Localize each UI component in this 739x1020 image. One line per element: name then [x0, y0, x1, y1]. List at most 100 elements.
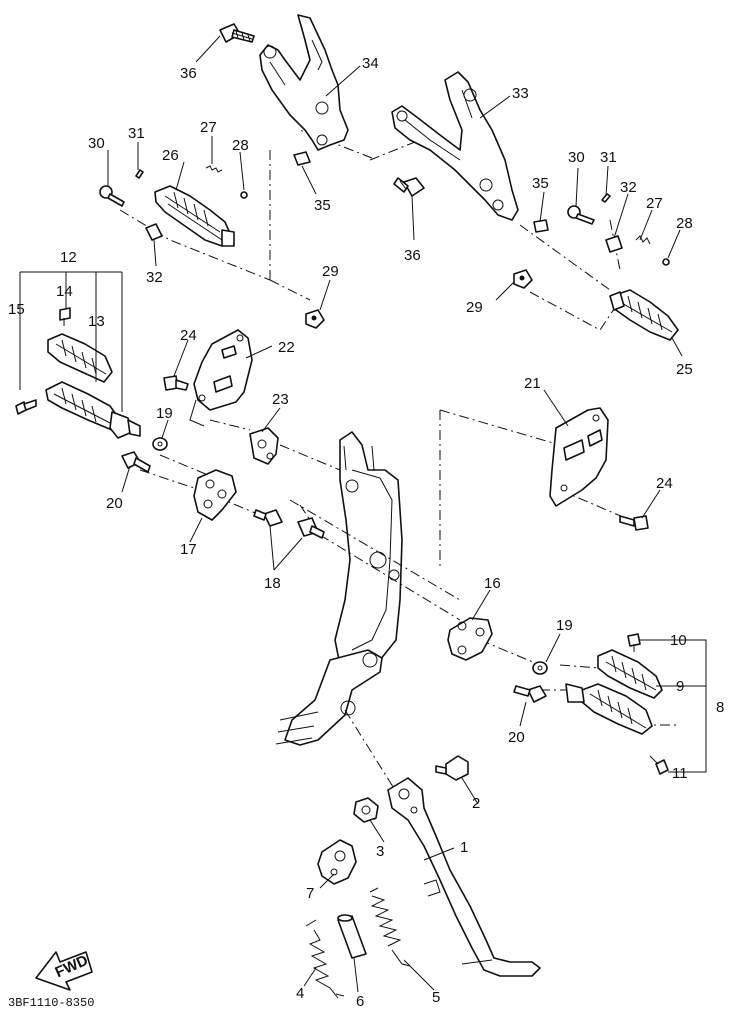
callout-12: 12 [60, 249, 77, 266]
callout-15: 15 [8, 301, 25, 318]
callout-18: 18 [264, 575, 281, 592]
spacer-6 [337, 914, 367, 959]
cotter-31-left [135, 169, 144, 179]
footrest-8 [565, 683, 653, 735]
callout-9: 9 [676, 678, 684, 695]
footrest-rubber-9 [597, 649, 663, 699]
callout-3: 3 [376, 843, 384, 860]
bolt-15 [15, 399, 37, 415]
plate-7 [317, 839, 357, 885]
callout-22: 22 [278, 339, 295, 356]
rear-footrest-right-25 [609, 289, 679, 341]
leader-lines [107, 35, 692, 993]
bolt-2 [435, 755, 469, 781]
callout-36-upper: 36 [180, 65, 197, 82]
damper-29-left [305, 309, 325, 329]
callout-24-right: 24 [656, 475, 673, 492]
frame-structure [275, 431, 403, 746]
callout-30-right: 30 [568, 149, 585, 166]
bolt-20-right [513, 685, 547, 703]
bolt-14 [59, 307, 71, 326]
bolt-11 [649, 755, 669, 775]
callout-1: 1 [460, 839, 468, 856]
cotter-31-right [601, 193, 611, 203]
callout-20-left: 20 [106, 495, 123, 512]
callout-29-left: 29 [322, 263, 339, 280]
callout-19-left: 19 [156, 405, 173, 422]
callout-31-left: 31 [128, 125, 145, 142]
callout-4: 4 [296, 985, 304, 1002]
bolt-10 [627, 633, 641, 652]
nut-3 [353, 797, 379, 823]
bolt-18-b [297, 517, 325, 539]
sidestand-1 [387, 777, 541, 977]
footrest-bracket-right-33 [391, 71, 519, 221]
drawing-code: 3BF1110-8350 [8, 996, 94, 1010]
callout-28-right: 28 [676, 215, 693, 232]
callout-26: 26 [162, 147, 179, 164]
callout-13: 13 [88, 313, 105, 330]
spring-27-left [205, 165, 223, 173]
callout-5: 5 [432, 989, 440, 1006]
callout-25: 25 [676, 361, 693, 378]
callout-14: 14 [56, 283, 73, 300]
callout-32-left: 32 [146, 269, 163, 286]
callout-17: 17 [180, 541, 197, 558]
callout-2: 2 [472, 795, 480, 812]
spring-27-right [635, 235, 651, 245]
footrest-bracket-left-34 [259, 14, 349, 151]
footrest-12 [45, 381, 141, 439]
ball-28-left [240, 191, 248, 199]
washer-19-right [532, 661, 548, 675]
ball-28-right [662, 258, 670, 266]
bracket-12-line [19, 271, 123, 412]
bracket-16 [447, 617, 493, 661]
pin-30-right [567, 205, 595, 225]
callout-27-left: 27 [200, 119, 217, 136]
callout-labels: 36 34 33 35 36 35 30 31 26 27 28 32 29 2… [8, 55, 724, 1010]
callout-30-left: 30 [88, 135, 105, 152]
bolt-24-left [163, 375, 189, 391]
fwd-arrow-icon: FWD [35, 951, 93, 991]
callout-19-right: 19 [556, 617, 573, 634]
callout-27-right: 27 [646, 195, 663, 212]
bracket-17 [193, 469, 237, 521]
footrest-rubber-13 [47, 333, 113, 383]
collar-32-right [605, 235, 623, 253]
callout-24-left: 24 [180, 327, 197, 344]
callout-21: 21 [524, 375, 541, 392]
callout-28-left: 28 [232, 137, 249, 154]
spring-5 [369, 887, 411, 967]
callout-6: 6 [356, 993, 364, 1010]
pin-35-left [293, 151, 311, 166]
damper-29-right [513, 269, 533, 289]
spring-4 [305, 919, 345, 999]
collar-32-left [145, 223, 163, 241]
callout-32-right: 32 [620, 179, 637, 196]
holder-23 [249, 427, 279, 465]
bolt-24-right [619, 515, 649, 531]
bolt-18-a [253, 509, 283, 527]
rear-footrest-left-26 [154, 185, 235, 247]
callout-34: 34 [362, 55, 379, 72]
callout-7: 7 [306, 885, 314, 902]
callout-8: 8 [716, 699, 724, 716]
plate-21 [549, 407, 609, 507]
callout-31-right: 31 [600, 149, 617, 166]
callout-10: 10 [670, 632, 687, 649]
pin-35-right [533, 219, 549, 233]
bracket-8-line [660, 639, 707, 773]
callout-35-right: 35 [532, 175, 549, 192]
bolt-20-left [121, 451, 151, 473]
callout-33: 33 [512, 85, 529, 102]
bolt-36-upper [219, 23, 255, 43]
plate-22 [189, 329, 253, 427]
bolt-36-right [393, 177, 425, 197]
callout-35-left: 35 [314, 197, 331, 214]
callout-23: 23 [272, 391, 289, 408]
washer-19-left [152, 437, 168, 451]
pin-30-left [99, 185, 125, 207]
callout-36-right: 36 [404, 247, 421, 264]
callout-11: 11 [672, 765, 688, 782]
